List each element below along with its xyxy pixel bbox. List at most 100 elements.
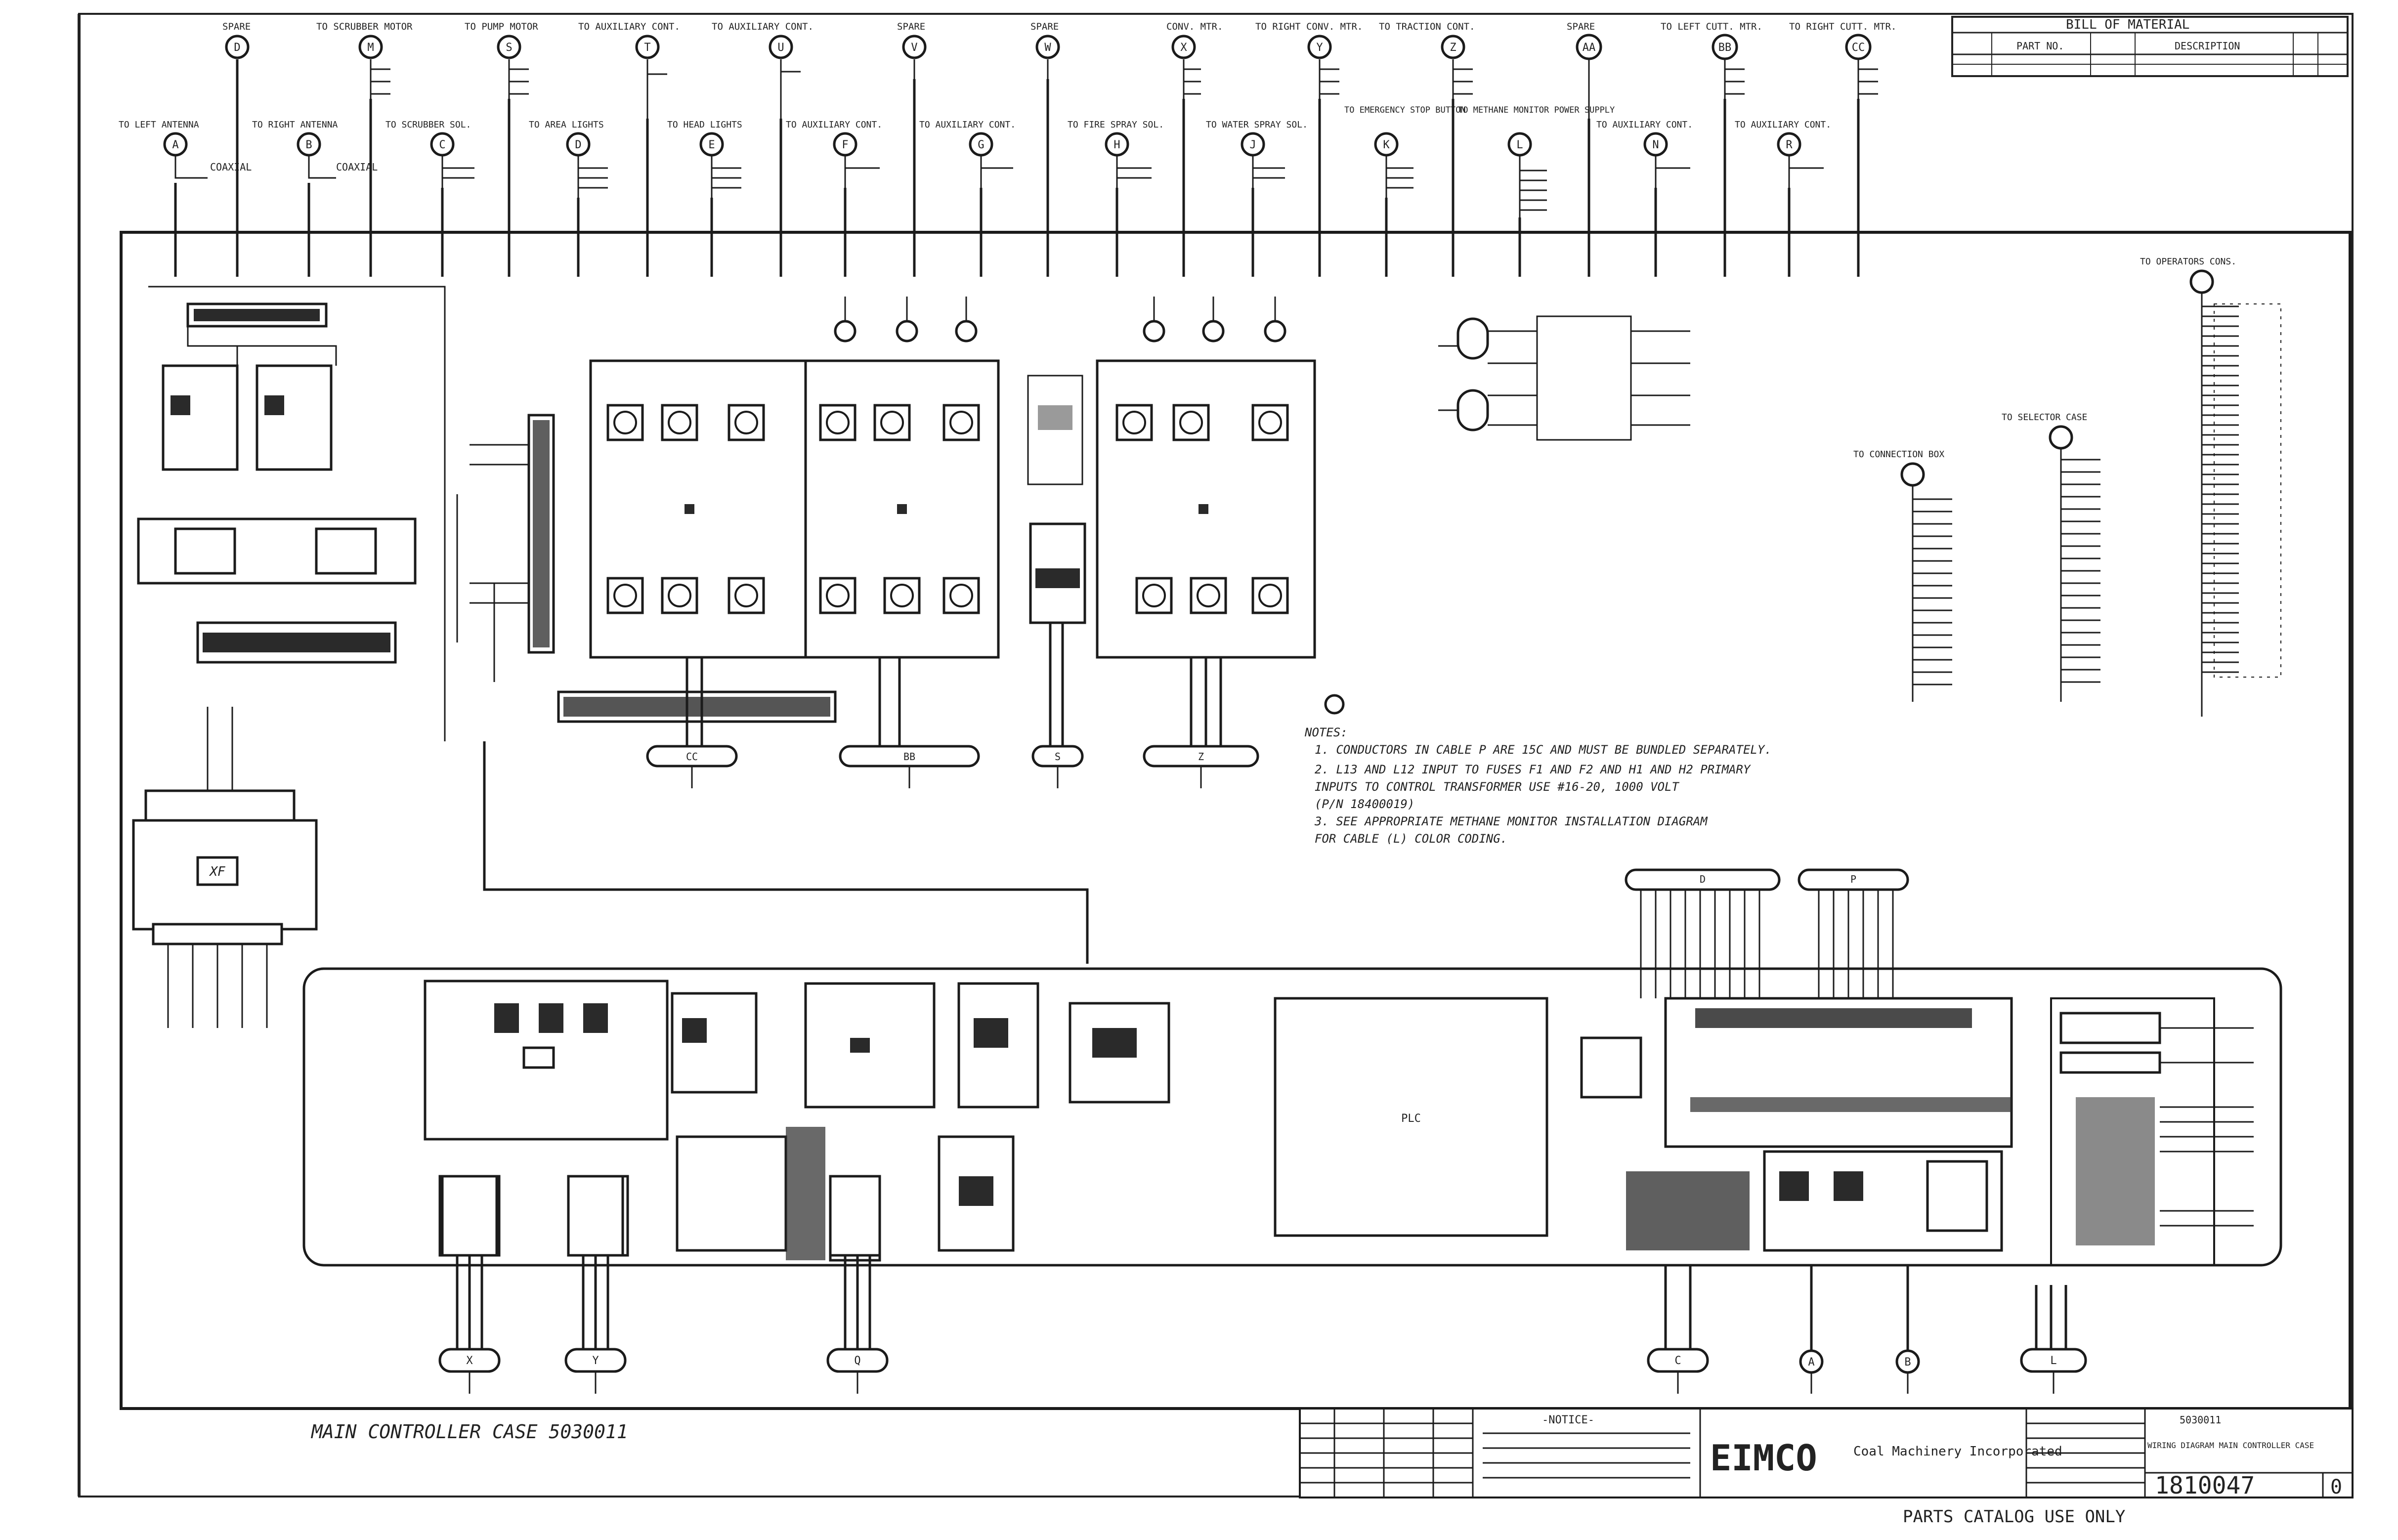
terminal-strip-vertical (456, 414, 555, 682)
tag-J: J (1241, 132, 1265, 157)
dest-label: TO AUXILIARY CONT. (786, 120, 882, 130)
tag-G: G (969, 132, 993, 157)
tag-label: M (367, 42, 374, 54)
top-wire-bundles (370, 59, 1878, 119)
top-tag-circles: D M S T U V W X Y Z AA BB CC (225, 34, 1872, 60)
connector-tag: D (1700, 873, 1706, 885)
tag-H: H (1105, 132, 1129, 157)
tag-X-top: X (1171, 35, 1196, 59)
tag-W: W (1035, 35, 1060, 59)
cable-glands-top (174, 59, 1860, 277)
tag-K: K (1374, 132, 1399, 157)
side-dest-label: TO CONNECTION BOX (1853, 449, 1944, 460)
tag-label: H (1113, 139, 1120, 151)
drawing-border (78, 13, 2354, 1497)
tag-N-top: N (1643, 132, 1668, 157)
dest-label: TO PUMP MOTOR (465, 21, 538, 32)
fuse-schematic (1438, 315, 1690, 441)
second-row-tags: A B C D E F G H J K L N R (163, 132, 1801, 157)
dest-label: TO AUXILIARY CONT. (578, 21, 680, 32)
contactor-panel-right (1096, 359, 1316, 659)
exit-tag: S (1055, 751, 1061, 763)
feed-wire (483, 741, 1089, 964)
second-row-destinations: TO LEFT ANTENNA TO RIGHT ANTENNA TO SCRU… (119, 105, 1831, 130)
company-logo: EIMCO (1710, 1437, 1817, 1479)
tag-T: T (635, 35, 660, 59)
dest-label: TO AUXILIARY CONT. (919, 120, 1016, 130)
cable-exits-middle: CC BB S Z (646, 623, 1259, 788)
exit-tag: BB (903, 751, 915, 763)
bottom-tag: L (2050, 1355, 2056, 1367)
dest-label: TO RIGHT CONV. MTR. (1255, 21, 1363, 32)
dest-label: TO EMERGENCY STOP BUTTON (1344, 105, 1466, 115)
note-line: 1. CONDUCTORS IN CABLE P ARE 15C AND MUS… (1315, 743, 1772, 757)
tag-label: A (172, 139, 178, 151)
tag-label: D (234, 42, 240, 54)
plc-label: PLC (1401, 1112, 1421, 1125)
exit-tag: Z (1198, 751, 1204, 763)
bom-heading: BILL OF MATERIAL (2066, 17, 2189, 32)
dest-label: SPARE (897, 21, 925, 32)
side-dest-label: TO SELECTOR CASE (2002, 412, 2087, 423)
connector-tag: P (1850, 873, 1856, 885)
tag-L-top: L (1507, 132, 1532, 157)
dest-label: TO AREA LIGHTS (529, 120, 604, 130)
contactor-panel-middle (804, 359, 1000, 659)
exit-tag: CC (686, 751, 698, 763)
revision: 0 (2330, 1476, 2342, 1498)
dest-label: SPARE (222, 21, 251, 32)
bottom-tag: Y (592, 1355, 599, 1367)
tag-label: E (708, 139, 715, 151)
bom-col-part: PART NO. (2016, 40, 2064, 52)
dest-label: TO RIGHT CUTT. MTR. (1789, 21, 1896, 32)
dest-label: TO SCRUBBER MOTOR (316, 21, 413, 32)
dest-label: CONV. MTR. (1166, 21, 1223, 32)
tag-F: F (833, 132, 857, 157)
tag-A-top: A (163, 132, 188, 157)
dest-label: TO RIGHT ANTENNA (252, 120, 338, 130)
note-line: (P/N 18400019) (1315, 797, 1414, 811)
panel-upper-tags (834, 297, 1286, 342)
tag-E: E (699, 132, 724, 157)
tag-label: J (1249, 139, 1256, 151)
bill-of-material: BILL OF MATERIAL PART NO. DESCRIPTION (1951, 16, 2349, 77)
tag-label: S (506, 42, 512, 54)
second-row-wires (174, 156, 1824, 217)
tag-label: L (1516, 139, 1523, 151)
dest-label: SPARE (1030, 21, 1059, 32)
bottom-tag: C (1674, 1355, 1681, 1367)
bottom-tag: A (1808, 1356, 1814, 1369)
dest-label: SPARE (1567, 21, 1595, 32)
tag-S: S (497, 35, 521, 59)
company-subtitle: Coal Machinery Incorporated (1853, 1444, 2062, 1459)
tag-label: AA (1583, 42, 1596, 54)
dest-label: TO SCRUBBER SOL. (385, 120, 471, 130)
dest-label: TO HEAD LIGHTS (667, 120, 742, 130)
bottom-breakers (441, 1175, 881, 1354)
tag-label: G (978, 139, 984, 151)
tag-C-top: C (430, 132, 455, 157)
note-line: INPUTS TO CONTROL TRANSFORMER USE #16-20… (1315, 780, 1679, 794)
contactor-center-device (1027, 375, 1086, 624)
tag-label: N (1652, 139, 1659, 151)
bottom-tag: X (466, 1355, 473, 1367)
dest-label: TO TRACTION CONT. (1379, 21, 1475, 32)
bottom-tags: X Y Q C A B L (438, 1265, 2087, 1394)
left-relay-area (137, 286, 446, 741)
transformer-label: XF (209, 864, 226, 879)
title-block: -NOTICE- EIMCO Coal Machinery Incorporat… (1299, 1408, 2354, 1499)
tag-label: F (842, 139, 848, 151)
tag-label: BB (1718, 42, 1732, 54)
tag-Z: Z (1441, 35, 1465, 59)
notice-label: -NOTICE- (1542, 1414, 1594, 1426)
dest-label: TO AUXILIARY CONT. (1596, 120, 1693, 130)
tag-R-top: R (1777, 132, 1801, 157)
tag-AA: AA (1576, 34, 1602, 60)
dest-label: TO METHANE MONITOR POWER SUPPLY (1458, 105, 1615, 115)
right-side-bundles: TO OPERATORS CONS. TO SELECTOR CASE TO C… (1853, 257, 2281, 717)
tag-B-top: B (297, 132, 321, 157)
terminal-strip-horizontal (557, 690, 837, 723)
tag-label: T (644, 42, 650, 54)
tag-label: Y (1316, 42, 1323, 54)
tag-CC: CC (1845, 34, 1872, 60)
